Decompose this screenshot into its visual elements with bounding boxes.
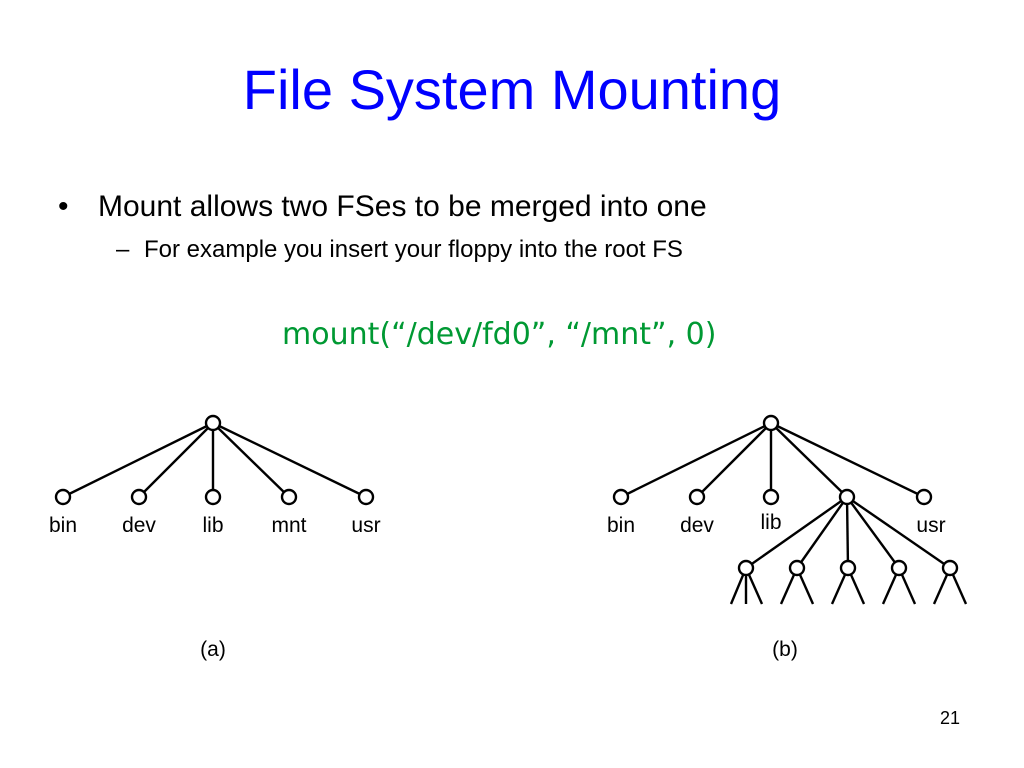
- tree-a-node-dev: [130, 488, 148, 506]
- mounted-node: [941, 559, 959, 577]
- tree-b-label-usr: usr: [916, 514, 945, 537]
- bullet-text: Mount allows two FSes to be merged into …: [98, 190, 707, 223]
- mounted-edge: [846, 496, 900, 569]
- tree-b-node-dev: [688, 488, 706, 506]
- tree-b-node-bin: [612, 488, 630, 506]
- bullet-dot: •: [58, 190, 69, 223]
- tree-a-edge: [62, 421, 214, 499]
- tree-b-label-lib: lib: [760, 511, 781, 534]
- tree-a-label-lib: lib: [202, 514, 223, 537]
- tree-b-edge: [770, 422, 848, 498]
- mount-code-example: mount(“/dev/fd0”, “/mnt”, 0): [282, 317, 717, 352]
- caption-a: (a): [200, 638, 226, 661]
- tree-a-root-node: [204, 414, 222, 432]
- mounted-edge: [846, 496, 951, 569]
- mounted-node: [737, 559, 755, 577]
- tree-a-node-bin: [54, 488, 72, 506]
- caption-b: (b): [772, 638, 798, 661]
- tree-a-node-usr: [357, 488, 375, 506]
- tree-b-node-usr: [915, 488, 933, 506]
- tree-b-node-lib: [762, 488, 780, 506]
- mounted-edge: [745, 496, 848, 569]
- sub-bullet-dash: –: [116, 236, 130, 263]
- tree-b-root-node: [762, 414, 780, 432]
- mounted-node: [788, 559, 806, 577]
- slide-number: 21: [939, 708, 960, 728]
- mounted-node: [890, 559, 908, 577]
- mounted-edge: [845, 496, 850, 569]
- mounted-node: [839, 559, 857, 577]
- tree-a-edge: [212, 421, 367, 499]
- tree-b-label-dev: dev: [680, 514, 714, 537]
- tree-a-edge: [212, 422, 290, 498]
- tree-a-label-bin: bin: [49, 514, 77, 537]
- slide-title: File System Mounting: [242, 58, 782, 121]
- bullet-item: • Mount allows two FSes to be merged into…: [58, 190, 707, 223]
- tree-a-label-usr: usr: [351, 514, 380, 537]
- tree-a-node-mnt: [280, 488, 298, 506]
- tree-a-node-lib: [204, 488, 222, 506]
- tree-b-label-bin: bin: [607, 514, 635, 537]
- tree-b-edge: [620, 421, 772, 499]
- tree-a-label-mnt: mnt: [271, 514, 306, 537]
- tree-a-edge: [138, 422, 214, 498]
- tree-a-label-dev: dev: [122, 514, 156, 537]
- tree-b-edge: [696, 422, 772, 498]
- mounted-edge: [796, 496, 848, 569]
- tree-b-edge: [770, 421, 925, 499]
- sub-bullet-item: –For example you insert your floppy into…: [116, 236, 683, 263]
- tree-b-node-mnt: [838, 488, 856, 506]
- sub-bullet-text: For example you insert your floppy into …: [144, 236, 683, 263]
